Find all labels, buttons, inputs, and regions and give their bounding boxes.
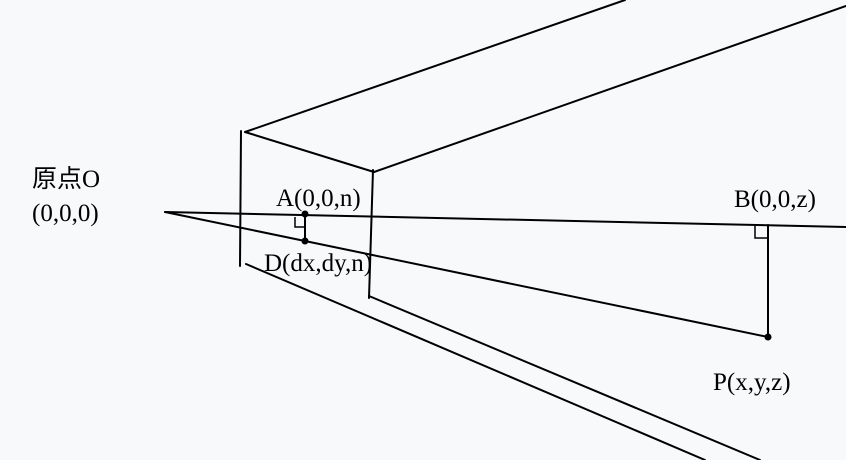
point-p-dot — [764, 333, 772, 341]
origin-name-label: 原点O — [32, 165, 100, 193]
point-a-dot — [301, 210, 309, 218]
right-angle-marker-b — [754, 226, 768, 239]
point-b-label: B(0,0,z) — [734, 186, 816, 213]
frustum-bottom-left-edge — [245, 263, 706, 460]
point-d-dot — [301, 237, 309, 245]
point-a-label: A(0,0,n) — [276, 185, 361, 212]
right-angle-marker-a — [294, 217, 305, 228]
near-plane-right-edge — [368, 169, 374, 299]
frustum-top-right-edge — [373, 5, 846, 173]
point-d-label: D(dx,dy,n) — [264, 250, 372, 277]
frustum-top-left-edge — [244, 0, 626, 133]
optical-axis-line — [164, 211, 846, 228]
projection-ray-line — [164, 211, 769, 338]
near-plane-top-edge — [244, 131, 375, 173]
near-plane-left-edge — [239, 130, 242, 267]
origin-coords-label: (0,0,0) — [32, 200, 99, 227]
frustum-bottom-right-edge — [368, 295, 761, 460]
point-p-label: P(x,y,z) — [713, 369, 791, 396]
